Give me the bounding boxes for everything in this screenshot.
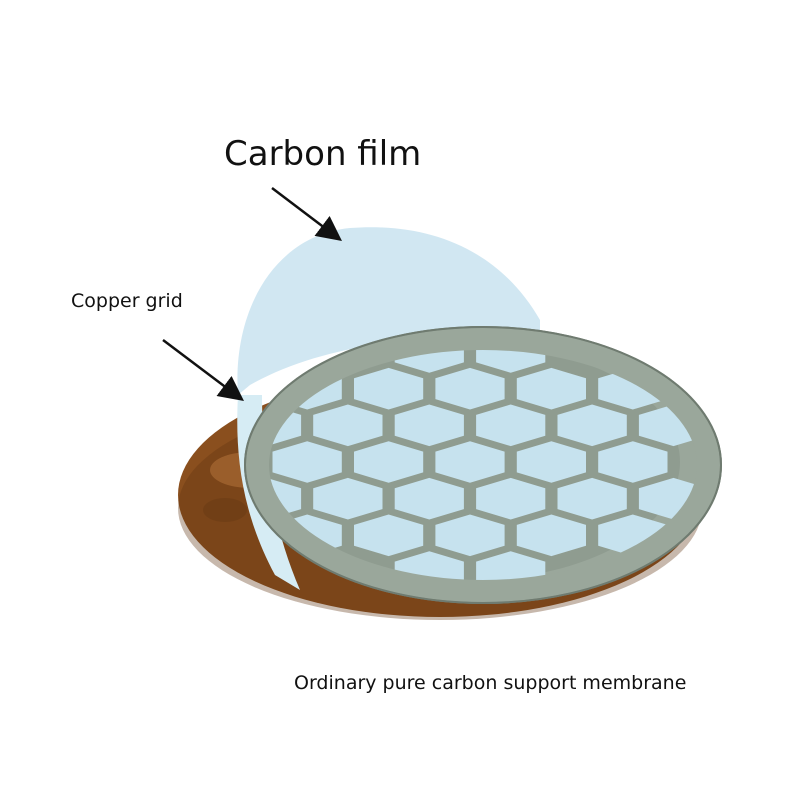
carbon-film-label: Carbon film (224, 134, 422, 174)
copper-grid-label: Copper grid (71, 290, 183, 312)
carbon-film-arrow (271, 187, 342, 242)
hex-hole (516, 441, 586, 483)
hex-hole (476, 477, 546, 520)
carbon-film-sheet (237, 227, 540, 395)
diagram-caption: Ordinary pure carbon support membrane (294, 672, 687, 694)
hex-hole (516, 367, 586, 410)
copper-grid-rim-ring (247, 328, 719, 602)
hex-hole (272, 441, 342, 483)
hex-hole (354, 441, 424, 483)
hex-hole (557, 404, 627, 447)
hex-hole (435, 441, 505, 483)
hex-hole (354, 514, 424, 557)
copper-grid-outline (244, 326, 722, 604)
hex-hole (435, 514, 505, 557)
hex-hole (313, 477, 383, 520)
copper-grid-arrow (162, 339, 244, 402)
copper-texture (203, 498, 247, 522)
hex-hole (313, 404, 383, 447)
hex-hole (394, 477, 464, 520)
hex-hole (516, 514, 586, 557)
hex-hole (476, 404, 546, 447)
hex-hole (435, 367, 505, 410)
hex-hole (394, 404, 464, 447)
hex-hole (557, 477, 627, 520)
hex-hole (354, 367, 424, 410)
hex-hole (598, 441, 668, 483)
